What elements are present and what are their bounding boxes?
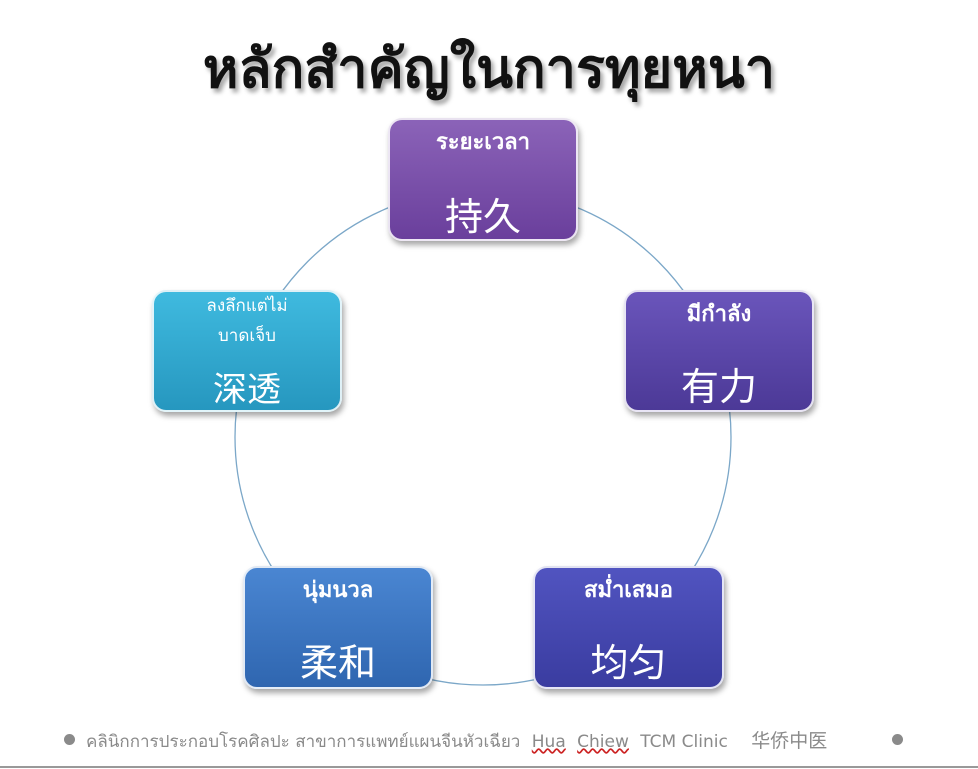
footer-text: คลินิกการประกอบโรคศิลปะ สาขาการแพทย์แผนจ…	[86, 726, 827, 755]
footer-bullet-left	[64, 734, 75, 745]
node-duration: ระยะเวลา 持久	[388, 118, 578, 241]
footer-clinic-thai: คลินิกการประกอบโรคศิลปะ สาขาการแพทย์แผนจ…	[86, 732, 521, 752]
node-evenness-chinese: 均匀	[590, 641, 667, 685]
slide-bottom-border	[0, 766, 978, 768]
node-evenness: สม่ำเสมอ 均匀	[533, 566, 724, 689]
node-gentleness-chinese: 柔和	[299, 641, 376, 685]
slide-title: หลักสำคัญในการทุยหนา	[202, 36, 776, 100]
footer-tcm-clinic: TCM Clinic	[640, 732, 728, 752]
node-gentleness: นุ่มนวล 柔和	[243, 566, 433, 689]
node-duration-thai: ระยะเวลา	[435, 130, 531, 155]
node-penetration-chinese: 深透	[213, 370, 281, 410]
footer: คลินิกการประกอบโรคศิลปะ สาขาการแพทย์แผนจ…	[0, 720, 978, 754]
footer-bullet-right	[892, 734, 903, 745]
node-penetration: ลงลึกแต่ไม่ บาดเจ็บ 深透	[152, 290, 342, 412]
footer-chiew: Chiew	[577, 732, 629, 752]
node-strength: มีกำลัง 有力	[624, 290, 814, 412]
node-penetration-thai-line1: ลงลึกแต่ไม่	[206, 296, 288, 316]
footer-hua: Hua	[531, 732, 566, 752]
footer-chinese: 华侨中医	[751, 730, 828, 752]
node-penetration-thai-line2: บาดเจ็บ	[218, 326, 276, 346]
node-gentleness-thai: นุ่มนวล	[302, 578, 374, 603]
node-strength-chinese: 有力	[680, 365, 757, 409]
node-evenness-thai: สม่ำเสมอ	[584, 578, 673, 603]
node-duration-chinese: 持久	[444, 195, 521, 239]
node-strength-thai: มีกำลัง	[686, 302, 752, 327]
